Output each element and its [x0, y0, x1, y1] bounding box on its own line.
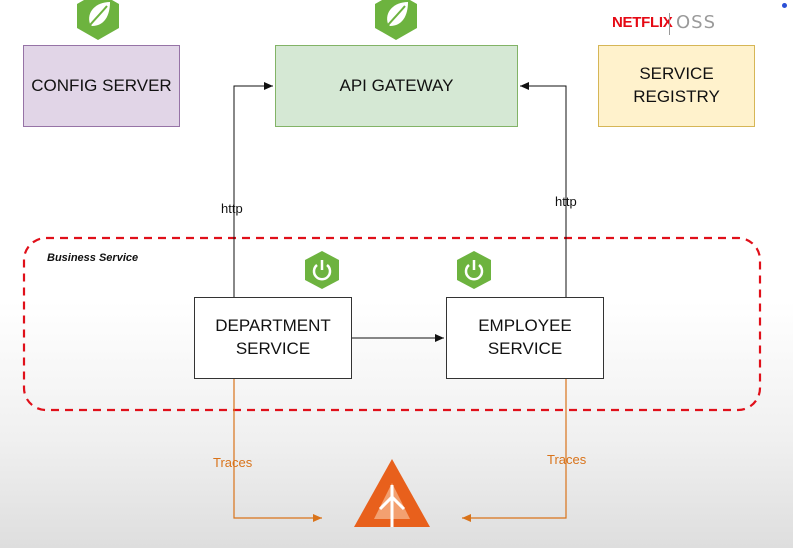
department-service-label-line2: SERVICE	[235, 339, 311, 358]
business-service-group	[22, 236, 762, 412]
api-gateway-label: API GATEWAY	[339, 75, 454, 95]
spring-leaf-icon	[77, 0, 119, 40]
oss-logo-text: OSS	[676, 12, 717, 33]
right-traces-label: Traces	[547, 452, 587, 467]
emp-to-gateway-connector	[520, 82, 567, 297]
zipkin-icon	[354, 459, 430, 527]
emp-traces-connector	[462, 379, 567, 522]
api-gateway-box: API GATEWAY	[275, 45, 518, 127]
department-service-label-line1: DEPARTMENT	[215, 316, 331, 336]
department-service-box: DEPARTMENT SERVICE	[194, 297, 352, 379]
employee-service-label-line2: SERVICE	[487, 339, 563, 358]
service-registry-label-line1: SERVICE	[639, 64, 714, 84]
service-registry-box: SERVICE REGISTRY	[598, 45, 755, 127]
spring-leaf-icon	[375, 0, 417, 40]
screen-indicator-dot	[782, 3, 787, 8]
brand-divider	[669, 13, 670, 35]
left-traces-label: Traces	[213, 455, 253, 470]
netflix-logo-text: NETFLIX	[612, 14, 673, 31]
dept-traces-connector	[233, 379, 322, 522]
employee-service-box: EMPLOYEE SERVICE	[446, 297, 604, 379]
config-server-label: CONFIG SERVER	[31, 75, 172, 95]
spring-boot-power-icon	[305, 251, 339, 289]
business-service-group-label: Business Service	[47, 252, 139, 264]
dept-to-gateway-connector	[233, 82, 273, 297]
right-http-label: http	[555, 194, 577, 209]
service-registry-label-line2: REGISTRY	[633, 87, 720, 106]
employee-service-label-line1: EMPLOYEE	[478, 316, 572, 336]
config-server-box: CONFIG SERVER	[23, 45, 180, 127]
spring-boot-power-icon	[457, 251, 491, 289]
left-http-label: http	[221, 201, 243, 216]
